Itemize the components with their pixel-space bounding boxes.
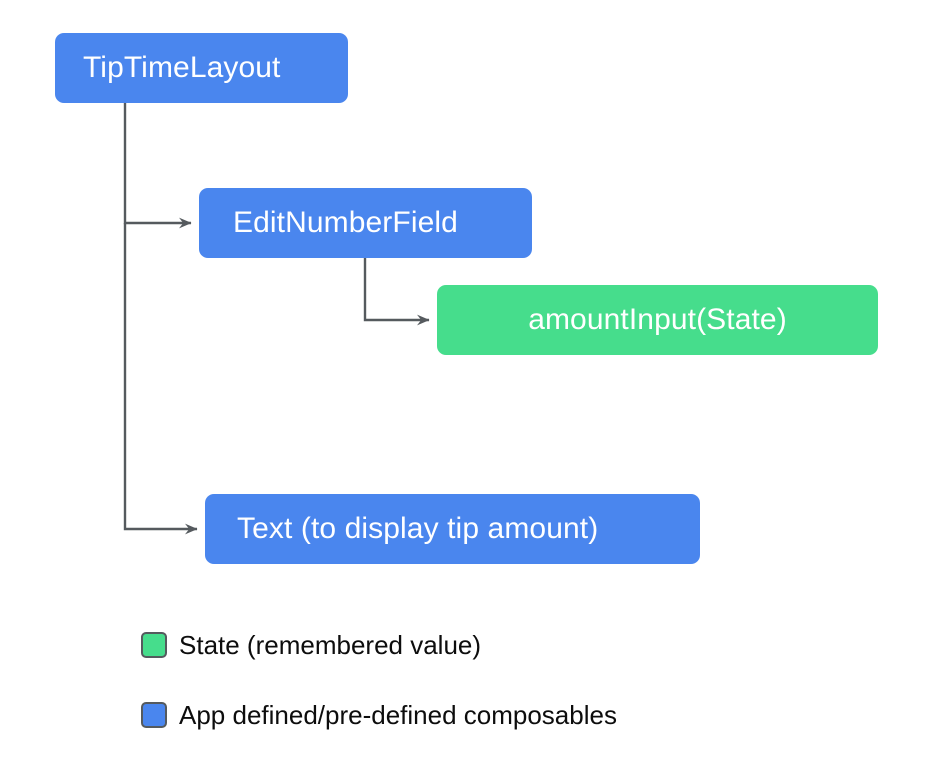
edge-editnumberfield-amountinput <box>363 258 430 326</box>
legend-item-composables-label: App defined/pre-defined composables <box>179 700 617 730</box>
legend-swatch-composable-icon <box>141 702 167 728</box>
edge-tiptimelayout-text <box>123 223 198 535</box>
node-text[interactable]: Text (to display tip amount) <box>205 494 700 564</box>
node-editnumberfield[interactable]: EditNumberField <box>199 188 532 258</box>
node-tiptimelayout[interactable]: TipTimeLayout <box>55 33 348 103</box>
node-amountinput-state[interactable]: amountInput(State) <box>437 285 878 355</box>
legend-swatch-state-icon <box>141 632 167 658</box>
node-amountinput-state-label: amountInput(State) <box>528 303 787 336</box>
legend-item-composables: App defined/pre-defined composables <box>141 702 617 728</box>
node-tiptimelayout-label: TipTimeLayout <box>83 51 281 84</box>
edge-tiptimelayout-editnumberfield <box>123 103 192 229</box>
node-text-label: Text (to display tip amount) <box>237 512 599 545</box>
legend-item-state: State (remembered value) <box>141 632 481 658</box>
node-editnumberfield-label: EditNumberField <box>233 206 458 239</box>
legend-item-state-label: State (remembered value) <box>179 630 482 660</box>
